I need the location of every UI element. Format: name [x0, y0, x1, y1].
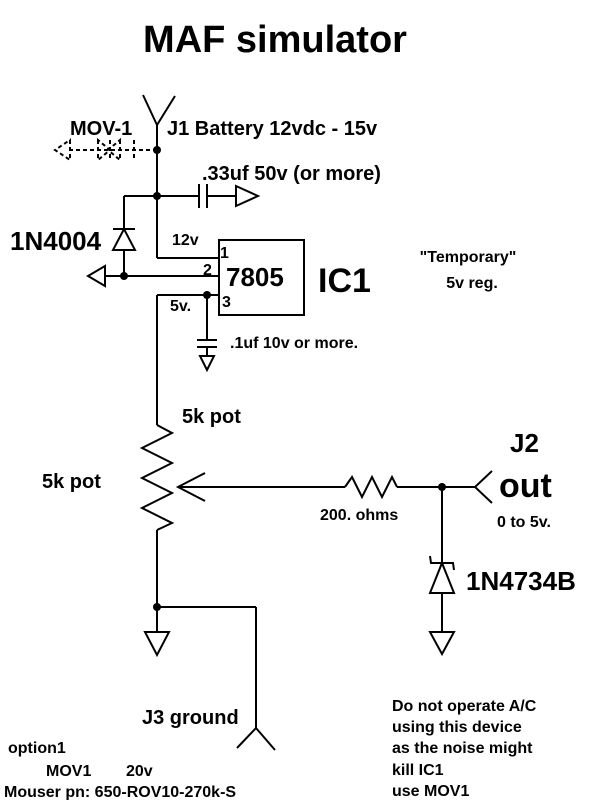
j3-connector	[236, 607, 276, 751]
capacitor-c1	[157, 184, 261, 208]
option-note-line: 20v	[126, 763, 153, 780]
v5-label: 5v.	[170, 298, 191, 315]
warning-note-line: using this device	[392, 719, 522, 736]
warning-note-line: as the noise might	[392, 740, 533, 757]
pot-label-left: 5k pot	[42, 471, 101, 493]
temporary-note-line1: "Temporary"	[420, 249, 517, 266]
ic1-pin3-label: 3	[222, 294, 231, 311]
capacitor-c2	[197, 339, 217, 373]
capacitor-c2-label: .1uf 10v or more.	[230, 335, 358, 352]
diagram-title: MAF simulator	[143, 19, 407, 61]
pot-label-top: 5k pot	[182, 406, 241, 428]
j2-connector	[474, 470, 493, 504]
resistor-label: 200. ohms	[320, 507, 398, 524]
ic1-regulator-box	[218, 239, 305, 316]
warning-note: Do not operate A/C using this device as …	[392, 698, 537, 800]
option-note-line: MOV1	[46, 763, 91, 780]
potentiometer	[139, 424, 175, 632]
diode-1n4004	[111, 195, 157, 276]
mov1-symbol	[53, 137, 157, 163]
option-note-line: option1	[8, 740, 66, 757]
warning-note-line: use MOV1	[392, 783, 469, 800]
option-note: option1 MOV1 20v Mouser pn: 650-ROV10-27…	[4, 740, 236, 800]
resistor-200ohm	[344, 474, 475, 500]
ic1-part-number: 7805	[226, 262, 284, 292]
warning-note-line: kill IC1	[392, 762, 444, 779]
diode-1n4004-label: 1N4004	[10, 226, 102, 256]
j2-label: J2	[510, 428, 539, 458]
ic1-name: IC1	[318, 262, 371, 300]
j3-label: J3 ground	[142, 707, 239, 729]
option-note-line: Mouser pn: 650-ROV10-270k-S	[4, 784, 236, 800]
ground-left	[86, 264, 219, 288]
junction-dot	[203, 291, 211, 299]
pot-wiper	[175, 472, 345, 502]
mov1-label: MOV-1	[70, 118, 132, 140]
j1-label: J1 Battery 12vdc - 15v	[167, 118, 378, 140]
junction-dot	[120, 272, 128, 280]
v12-label: 12v	[172, 232, 199, 249]
ground-pot	[143, 606, 256, 658]
out-range-label: 0 to 5v.	[497, 514, 551, 531]
warning-note-line: Do not operate A/C	[392, 698, 537, 715]
temporary-note-line2: 5v reg.	[446, 275, 498, 292]
ic1-pin1-label: 1	[220, 245, 229, 262]
junction-dot	[153, 146, 161, 154]
ic1-pin2-label: 2	[203, 262, 212, 279]
junction-dot	[153, 603, 161, 611]
out-label: out	[499, 467, 552, 505]
capacitor-c1-label: .33uf 50v (or more)	[202, 163, 381, 185]
zener-label: 1N4734B	[466, 566, 576, 596]
zener-1n4734b	[428, 487, 456, 657]
